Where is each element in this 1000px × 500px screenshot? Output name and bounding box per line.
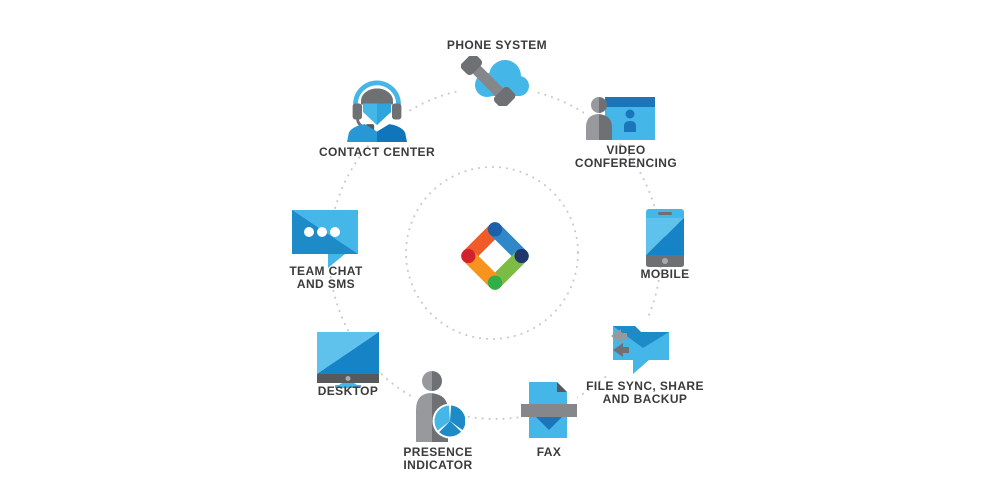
label-desktop: DESKTOP — [317, 384, 379, 398]
logo-corner-green — [487, 275, 503, 290]
headset-agent-icon — [347, 79, 407, 143]
file-share-arrows-icon — [607, 320, 675, 376]
label-mobile: MOBILE — [640, 267, 690, 281]
label-contact-center: CONTACT CENTER — [318, 145, 436, 159]
label-fax: FAX — [536, 445, 562, 459]
smartphone-icon — [646, 209, 684, 267]
label-file-sync-line2: AND BACKUP — [602, 392, 688, 406]
logo-corner-navy — [514, 248, 529, 264]
label-presence-line1: PRESENCE — [403, 445, 473, 459]
brand-diamond-logo — [457, 218, 533, 299]
desktop-monitor-icon — [317, 332, 379, 388]
fax-document-icon — [521, 382, 577, 444]
inner-dotted-circle — [405, 166, 579, 340]
logo-corner-red — [461, 248, 476, 264]
label-team-chat-line2: AND SMS — [296, 277, 356, 291]
cloud-phone-icon — [461, 56, 533, 106]
label-video-line1: VIDEO — [606, 143, 646, 157]
label-phone-system: PHONE SYSTEM — [446, 38, 548, 52]
label-team-chat-line1: TEAM CHAT — [289, 264, 363, 278]
chat-bubble-icon — [292, 210, 360, 268]
person-pie-chart-icon — [411, 370, 465, 442]
logo-corner-darkblue — [487, 222, 503, 237]
label-file-sync-line1: FILE SYNC, SHARE — [586, 379, 704, 393]
label-video-line2: CONFERENCING — [574, 156, 678, 170]
label-presence-line2: INDICATOR — [403, 458, 473, 472]
video-conference-icon — [584, 96, 656, 142]
